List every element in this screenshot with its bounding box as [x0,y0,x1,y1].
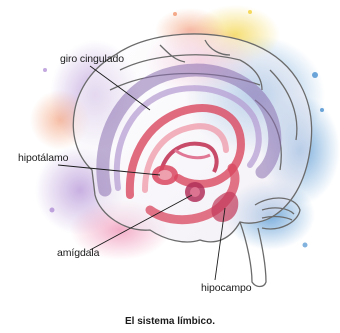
label-hipotalamo: hipotálamo [18,152,68,164]
label-amigdala: amígdala [57,247,99,259]
label-hipocampo: hipocampo [201,282,251,294]
figure-caption: El sistema límbico. [0,316,340,327]
label-giro-cingulado: giro cingulado [60,53,124,65]
